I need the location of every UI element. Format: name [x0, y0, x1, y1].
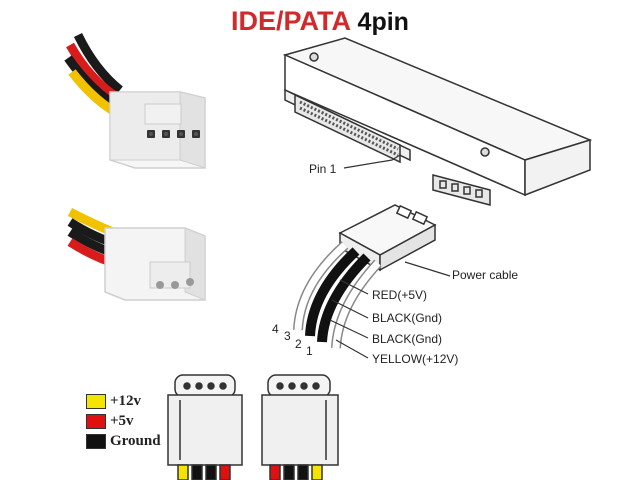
wire-number-2: 2 — [295, 337, 302, 351]
legend-item-5v: +5v — [86, 411, 161, 431]
pin1-label: Pin 1 — [309, 162, 337, 176]
wire-number-1: 1 — [306, 344, 313, 358]
legend-label-12v: +12v — [110, 392, 142, 409]
wire-black2-label: BLACK(Gnd) — [372, 332, 443, 346]
title-main: IDE/PATA — [231, 6, 351, 36]
legend-label-ground: Ground — [110, 432, 161, 449]
legend-item-ground: Ground — [86, 431, 161, 451]
molex-photo-middle — [67, 208, 206, 301]
connector-diagram-left — [167, 374, 243, 480]
title-sub: 4pin — [357, 8, 409, 36]
legend-label-5v: +5v — [110, 412, 134, 429]
wire-yellow-label: YELLOW(+12V) — [372, 352, 459, 366]
connector-diagram-right — [261, 374, 339, 480]
color-legend: +12v +5v Ground — [86, 391, 161, 451]
hard-drive — [282, 37, 593, 206]
legend-swatch-12v — [86, 393, 106, 409]
legend-swatch-ground — [86, 433, 106, 449]
wire-red-label: RED(+5V) — [372, 288, 428, 302]
wire-number-3: 3 — [284, 329, 291, 343]
molex-photo-top — [64, 33, 206, 169]
legend-item-12v: +12v — [86, 391, 161, 411]
power-cable-drawing — [293, 204, 451, 359]
legend-swatch-5v — [86, 413, 106, 429]
wire-number-4: 4 — [272, 322, 279, 336]
page-title: IDE/PATA 4pin — [0, 6, 640, 37]
wire-black1-label: BLACK(Gnd) — [372, 311, 443, 325]
power-cable-label: Power cable — [452, 268, 519, 282]
